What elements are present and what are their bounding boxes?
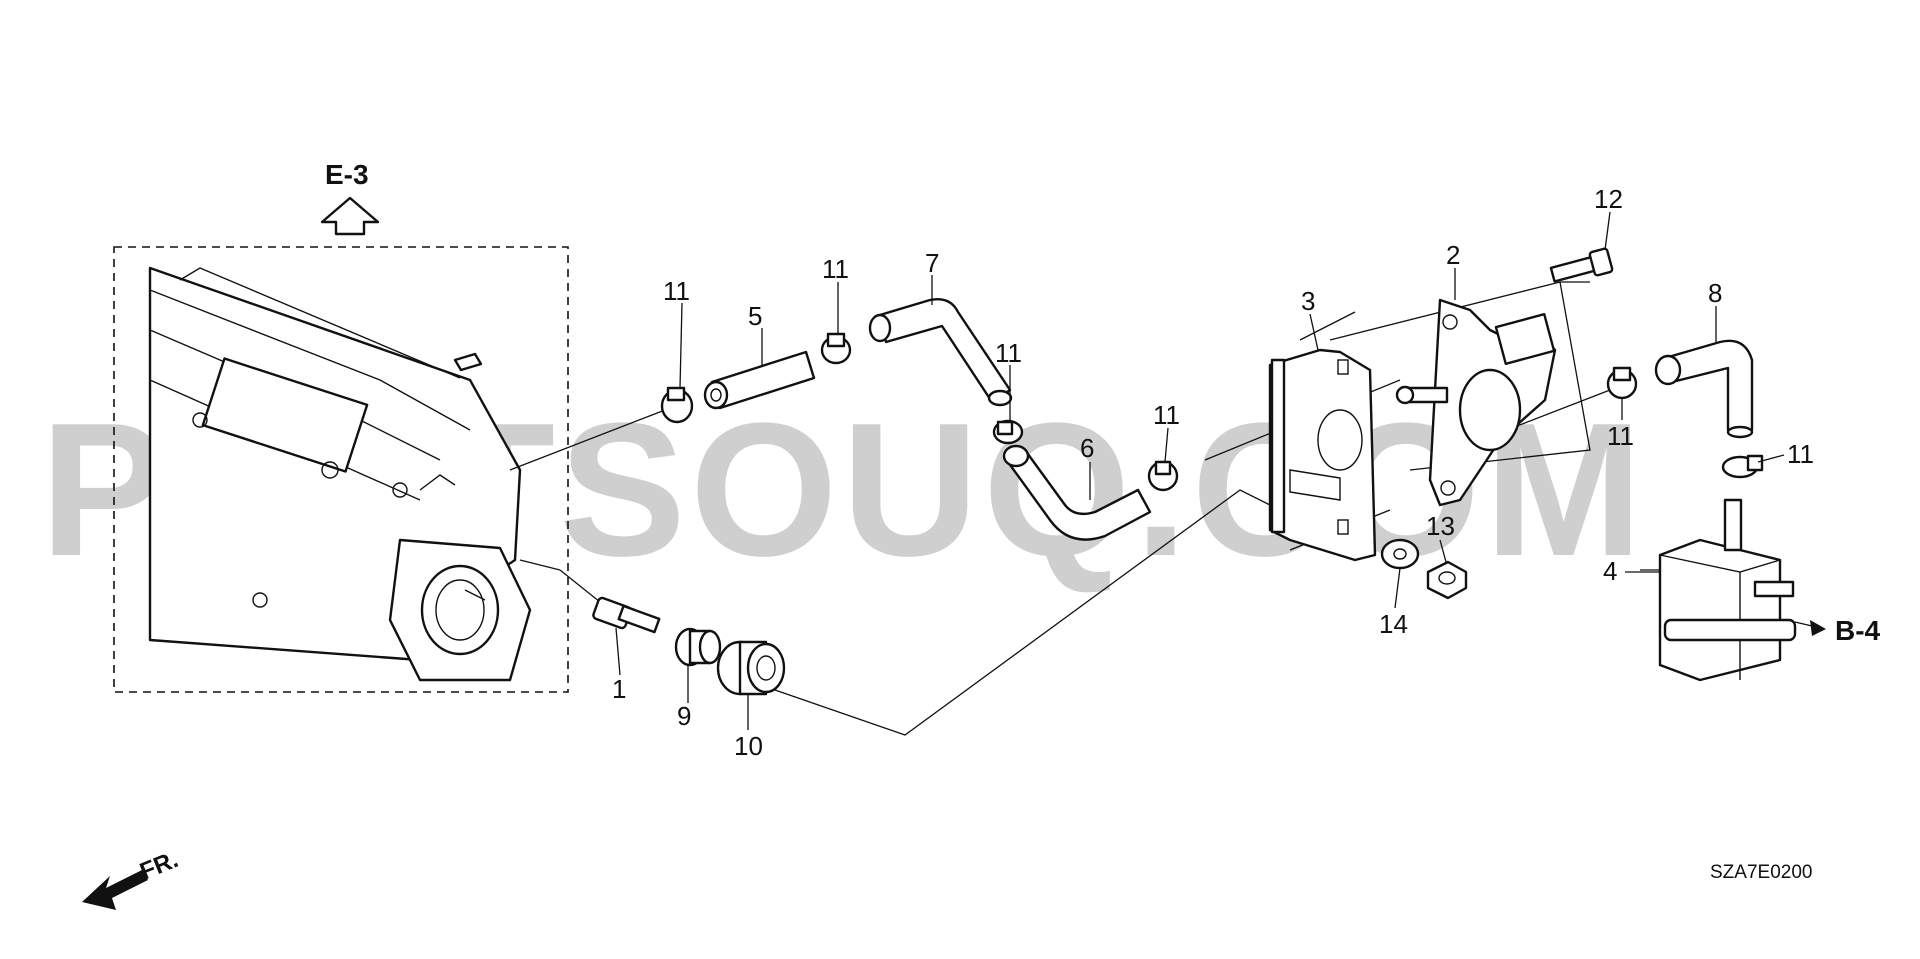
- up-arrow-icon: [320, 196, 380, 236]
- reference-b4[interactable]: B-4: [1794, 615, 1881, 646]
- callout-2[interactable]: 2: [1446, 240, 1460, 270]
- part-11-clamp-c[interactable]: [992, 419, 1024, 445]
- callout-13[interactable]: 13: [1426, 511, 1455, 541]
- callout-14[interactable]: 14: [1379, 609, 1408, 639]
- ref-b4-label: B-4: [1835, 615, 1881, 646]
- callout-6[interactable]: 6: [1080, 433, 1094, 463]
- part-9-washer[interactable]: [674, 627, 722, 667]
- callout-3[interactable]: 3: [1301, 286, 1315, 316]
- callout-8[interactable]: 8: [1708, 278, 1722, 308]
- callout-leaders: [615, 211, 1785, 730]
- callout-11-c[interactable]: 11: [995, 338, 1022, 368]
- front-arrow-icon: [82, 870, 148, 910]
- callout-5[interactable]: 5: [748, 301, 762, 331]
- part-5-tube[interactable]: [703, 350, 816, 410]
- part-12-bolt[interactable]: [1549, 247, 1614, 283]
- part-8-hose[interactable]: [1654, 339, 1754, 439]
- intake-manifold-box: [113, 246, 569, 693]
- part-2-solenoid-valve[interactable]: [1395, 298, 1557, 507]
- front-label: FR.: [136, 846, 182, 886]
- part-3-bracket[interactable]: [1268, 348, 1377, 562]
- diagram-code: SZA7E0200: [1710, 862, 1812, 883]
- part-11-clamp-e[interactable]: [1606, 366, 1638, 400]
- part-4-canister[interactable]: [1658, 498, 1797, 682]
- callout-7[interactable]: 7: [925, 248, 939, 278]
- part-11-clamp-b[interactable]: [820, 332, 852, 365]
- callout-labels: 1 2 3 4 5 6 7 8 9 10 11 11 11 11 11 11 1…: [612, 184, 1814, 761]
- callout-11-f[interactable]: 11: [1787, 439, 1814, 469]
- part-13-nut[interactable]: [1426, 560, 1468, 600]
- part-11-clamp-d[interactable]: [1147, 460, 1179, 492]
- front-direction: FR.: [82, 846, 182, 910]
- callout-12[interactable]: 12: [1594, 184, 1623, 214]
- reference-e3[interactable]: E-3: [320, 159, 380, 236]
- callout-11-e[interactable]: 11: [1607, 421, 1634, 451]
- callout-10[interactable]: 10: [734, 731, 763, 761]
- callout-9[interactable]: 9: [677, 701, 691, 731]
- ref-e3-label: E-3: [325, 159, 369, 190]
- part-11-clamp-f[interactable]: [1721, 454, 1764, 479]
- callout-11-b[interactable]: 11: [822, 254, 849, 284]
- callout-11-a[interactable]: 11: [663, 276, 690, 306]
- callout-1[interactable]: 1: [612, 674, 626, 704]
- part-1-stud-bolt[interactable]: [592, 596, 661, 634]
- callout-11-d[interactable]: 11: [1153, 400, 1180, 430]
- part-6-hose[interactable]: [1002, 444, 1152, 541]
- callout-4[interactable]: 4: [1603, 556, 1617, 586]
- right-arrow-icon: [1810, 620, 1826, 636]
- part-11-clamp-a[interactable]: [660, 386, 694, 424]
- intake-manifold-drawing: [148, 266, 561, 682]
- part-7-hose[interactable]: [868, 298, 1013, 407]
- part-10-grommet[interactable]: [716, 640, 786, 696]
- part-14-washer[interactable]: [1380, 538, 1420, 570]
